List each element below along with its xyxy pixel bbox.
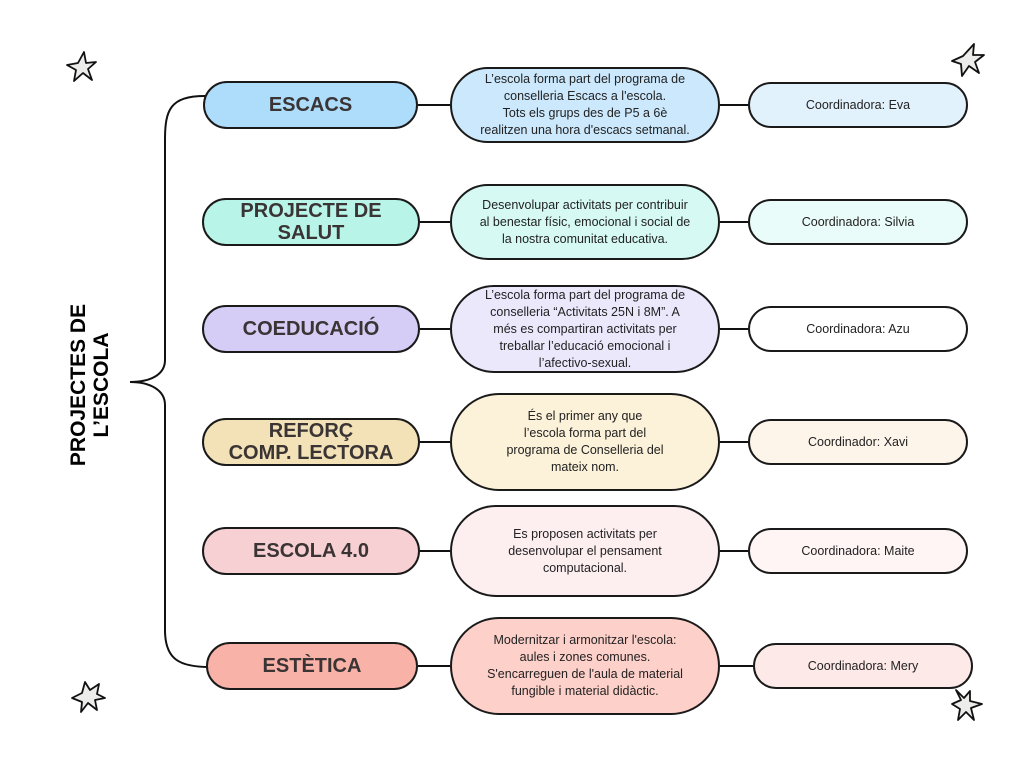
project-title-line: COMP. LECTORA — [228, 442, 394, 464]
description-line: programa de Conselleria del — [506, 443, 664, 457]
main-title: PROJECTES DE L’ESCOLA — [50, 235, 130, 535]
star-icon — [951, 43, 985, 77]
project-title-line: ESCACS — [268, 94, 353, 116]
coordinator-badge: Coordinadora: Silvia — [748, 199, 968, 245]
description-line: mateix nom. — [550, 460, 620, 474]
description-line: S'encarreguen de l'aula de material — [487, 667, 683, 681]
description-line: conselleria “Activitats 25N i 8M”. A — [490, 304, 680, 319]
description-line: realitzen una hora d'escacs setmanal. — [480, 123, 690, 137]
description-line: conselleria Escacs a l'escola. — [503, 89, 667, 103]
project-description: Es proposen activitats per desenvolupar e… — [450, 505, 720, 597]
star-icon — [66, 51, 97, 82]
coordinator-badge: Coordinador: Xavi — [748, 419, 968, 465]
description-line: Tots els grups des de P5 a 6è — [502, 106, 668, 120]
coordinator-name: Coordinadora: Azu — [806, 322, 910, 336]
description-line: Modernitzar i armonitzar l'escola: — [493, 633, 677, 647]
coordinator-badge: Coordinadora: Azu — [748, 306, 968, 352]
coordinator-badge: Coordinadora: Mery — [753, 643, 973, 689]
project-description: És el primer any que l’escola forma part … — [450, 393, 720, 491]
description-line: És el primer any que — [527, 409, 643, 423]
description-line: la nostra comunitat educativa. — [501, 231, 669, 246]
project-description: L’escola forma part del programa de conse… — [450, 67, 720, 143]
coordinator-name: Coordinador: Xavi — [807, 435, 909, 449]
coordinator-badge: Coordinadora: Maite — [748, 528, 968, 574]
description-line: desenvolupar el pensament — [508, 543, 662, 558]
description-line: Desenvolupar activitats per contribuir — [482, 197, 688, 212]
description-line: al benestar físic, emocional i social de — [479, 214, 691, 229]
project-title-line: ESTÈTICA — [262, 655, 362, 677]
project-title-line: COEDUCACIÓ — [242, 318, 380, 340]
main-title-line1: PROJECTES DE — [67, 303, 90, 467]
description-line: l’escola forma part del — [523, 426, 647, 440]
project-title[interactable]: COEDUCACIÓ — [202, 305, 420, 353]
star-icon — [71, 681, 106, 713]
description-line: l’afectivo-sexual. — [538, 355, 632, 370]
description-line: treballar l’educació emocional i — [499, 338, 671, 353]
description-line: L’escola forma part del programa de — [484, 72, 686, 86]
description-line: aules i zones comunes. — [519, 650, 651, 664]
coordinator-badge: Coordinadora: Eva — [748, 82, 968, 128]
description-line: Es proposen activitats per — [513, 526, 657, 541]
coordinator-name: Coordinadora: Maite — [801, 544, 915, 558]
main-title-line2: L’ESCOLA — [90, 332, 113, 438]
coordinator-name: Coordinadora: Mery — [807, 659, 919, 673]
project-description: Desenvolupar activitats per contribuir al… — [450, 184, 720, 260]
description-line: fungible i material didàctic. — [511, 684, 659, 698]
project-title-line: SALUT — [277, 222, 345, 244]
project-description: L’escola forma part del programa de conse… — [450, 285, 720, 373]
project-title[interactable]: ESCACS — [203, 81, 418, 129]
project-title-line: REFORÇ — [268, 420, 354, 442]
coordinator-name: Coordinadora: Silvia — [801, 215, 915, 229]
project-title-line: PROJECTE DE — [240, 200, 382, 222]
brace — [129, 95, 211, 668]
project-title-line: ESCOLA 4.0 — [253, 540, 369, 562]
description-line: computacional. — [542, 560, 628, 575]
description-line: més es compartiran activitats per — [493, 321, 677, 336]
description-line: L’escola forma part del programa de — [484, 287, 686, 302]
project-title[interactable]: ESTÈTICA — [206, 642, 418, 690]
project-title[interactable]: ESCOLA 4.0 — [202, 527, 420, 575]
project-description: Modernitzar i armonitzar l'escola: aules … — [450, 617, 720, 715]
star-icon — [951, 689, 983, 721]
coordinator-name: Coordinadora: Eva — [805, 98, 911, 112]
